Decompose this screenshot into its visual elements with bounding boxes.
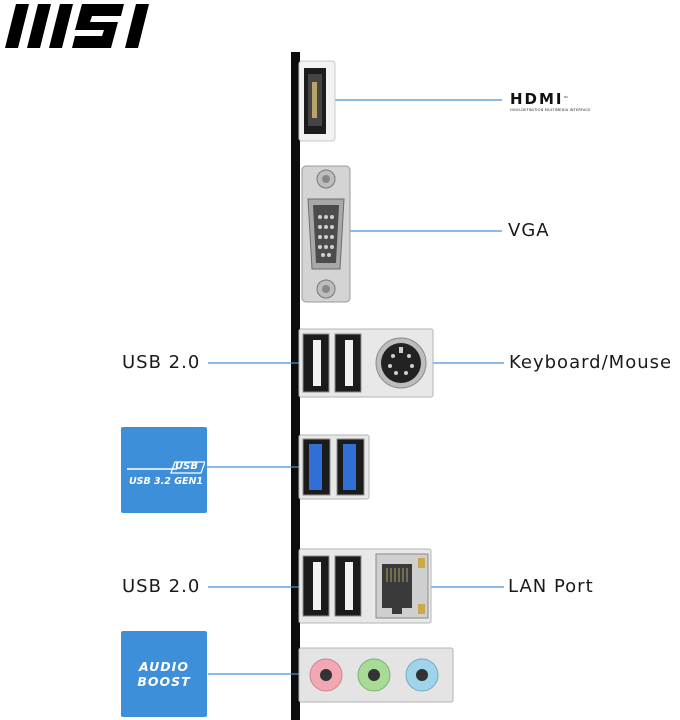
hdmi-logo-text: HDMI™ bbox=[510, 90, 569, 108]
audio-boost-badge: AUDIO BOOST bbox=[121, 631, 207, 717]
usb-gen-text: USB 3.2 GEN1 bbox=[128, 476, 204, 487]
hdmi-logo: HDMI™ HIGH-DEFINITION MULTIMEDIA INTERFA… bbox=[510, 90, 591, 113]
audio-jack-icon bbox=[298, 647, 454, 703]
vga-port-icon bbox=[301, 165, 351, 303]
label-keyboard-mouse: Keyboard/Mouse bbox=[509, 352, 673, 373]
usb2-ps2-block bbox=[298, 328, 434, 398]
lan-port-icon bbox=[375, 553, 429, 619]
label-usb2-bottom: USB 2.0 bbox=[122, 576, 201, 597]
label-vga: VGA bbox=[508, 220, 550, 241]
usb-logo-text: USB bbox=[175, 461, 198, 472]
audio-boost-line1: AUDIO bbox=[139, 659, 189, 674]
msi-logo bbox=[5, 4, 149, 48]
usb2-lan-block bbox=[298, 548, 432, 624]
label-usb2-top: USB 2.0 bbox=[122, 352, 201, 373]
ps2-port-icon bbox=[375, 337, 427, 389]
label-lan: LAN Port bbox=[508, 576, 594, 597]
usb-logo-line bbox=[127, 461, 205, 474]
audio-boost-line2: BOOST bbox=[137, 674, 191, 689]
usb3-port-icon bbox=[298, 434, 370, 500]
io-panel-bar bbox=[291, 52, 300, 720]
usb2-port-icon bbox=[302, 333, 362, 393]
usb-gen1-badge: USB USB 3.2 GEN1 bbox=[121, 427, 207, 513]
usb2-port-icon bbox=[302, 555, 362, 617]
hdmi-tagline: HIGH-DEFINITION MULTIMEDIA INTERFACE bbox=[510, 108, 591, 112]
hdmi-port-icon bbox=[298, 60, 336, 142]
